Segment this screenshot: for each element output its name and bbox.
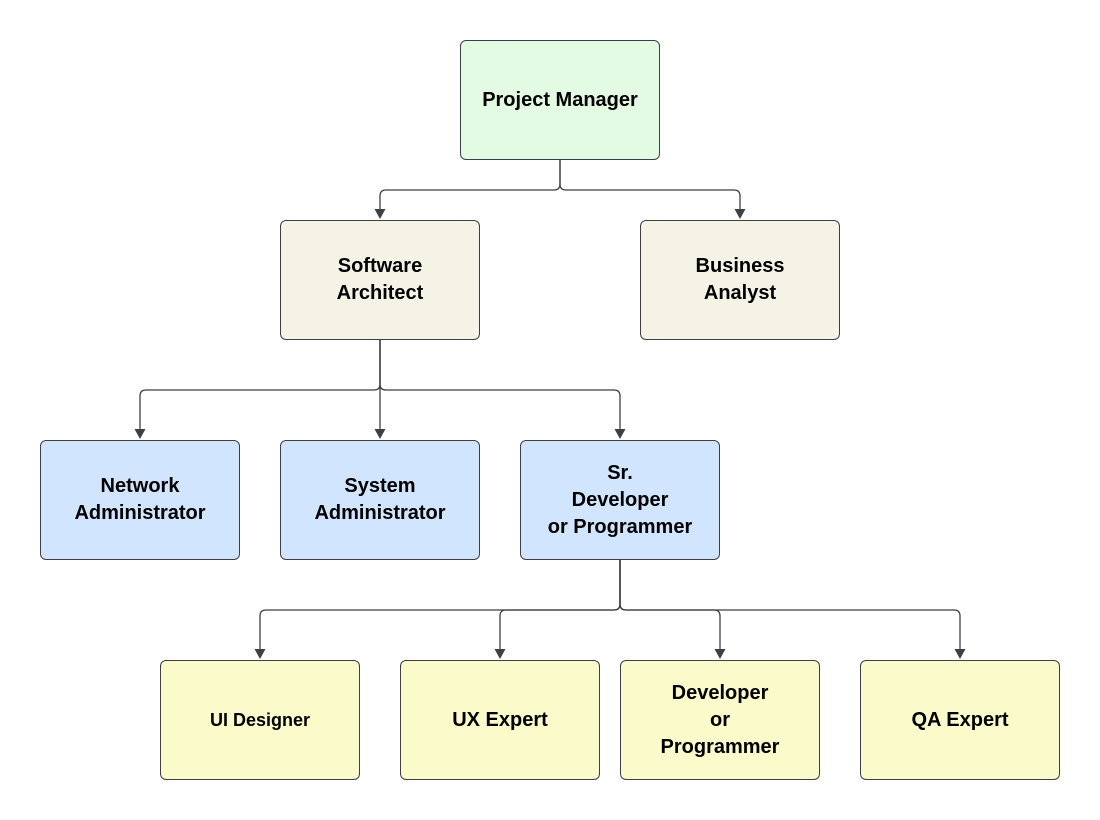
- arrowhead-developer: [714, 649, 726, 659]
- connector-sr_developer-to-ui_designer: [259, 560, 621, 650]
- node-business-analyst[interactable]: Business Analyst: [640, 220, 840, 340]
- arrowhead-system_administrator: [374, 429, 386, 439]
- arrowhead-network_administrator: [134, 429, 146, 439]
- connector-project_manager-to-business_analyst: [559, 160, 741, 210]
- arrowhead-qa_expert: [954, 649, 966, 659]
- node-qa-expert[interactable]: QA Expert: [860, 660, 1060, 780]
- connector-software_architect-to-network_administrator: [139, 340, 381, 430]
- node-software-architect[interactable]: Software Architect: [280, 220, 480, 340]
- connector-sr_developer-to-developer: [619, 560, 721, 650]
- node-sr-developer[interactable]: Sr. Developer or Programmer: [520, 440, 720, 560]
- connector-sr_developer-to-qa_expert: [619, 560, 961, 650]
- connector-project_manager-to-software_architect: [379, 160, 561, 210]
- node-project-manager[interactable]: Project Manager: [460, 40, 660, 160]
- node-developer[interactable]: Developer or Programmer: [620, 660, 820, 780]
- connector-software_architect-to-sr_developer: [379, 340, 621, 430]
- connector-sr_developer-to-ux_expert: [499, 560, 621, 650]
- arrowhead-ux_expert: [494, 649, 506, 659]
- node-ui-designer[interactable]: UI Designer: [160, 660, 360, 780]
- arrowhead-ui_designer: [254, 649, 266, 659]
- arrowhead-business_analyst: [734, 209, 746, 219]
- node-network-administrator[interactable]: Network Administrator: [40, 440, 240, 560]
- node-system-administrator[interactable]: System Administrator: [280, 440, 480, 560]
- arrowhead-sr_developer: [614, 429, 626, 439]
- node-ux-expert[interactable]: UX Expert: [400, 660, 600, 780]
- arrowhead-software_architect: [374, 209, 386, 219]
